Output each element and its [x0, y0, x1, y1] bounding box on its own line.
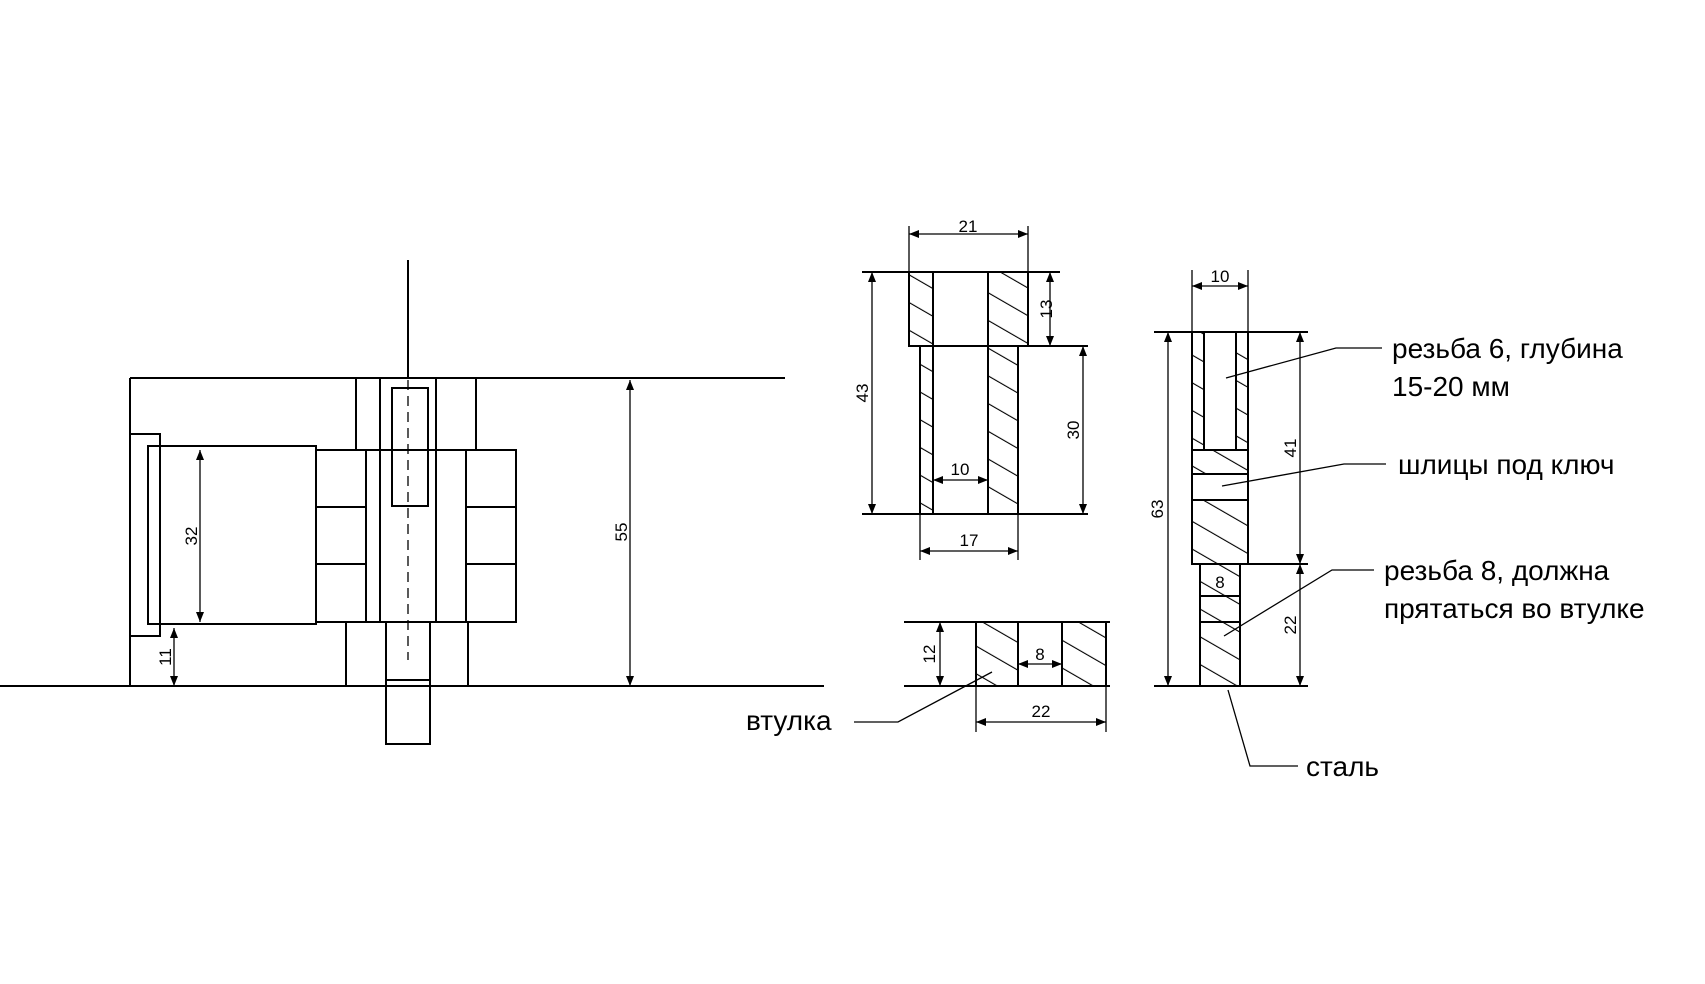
thread6-label-line1: резьба 6, глубина	[1392, 333, 1623, 364]
assembly-view: 32 11 55	[0, 260, 824, 745]
sleeve-section: 21 43 13 30 10 17	[853, 217, 1088, 560]
dim-63-text: 63	[1148, 500, 1167, 519]
sleeve-lower-wall-right	[987, 345, 1019, 515]
thread8-label-line2: прятаться во втулке	[1384, 593, 1645, 624]
thread6-leader	[1225, 347, 1382, 379]
shaft-top	[391, 387, 429, 507]
dim-10-shaft-text: 10	[1211, 267, 1230, 286]
dim-13-text: 13	[1037, 300, 1056, 319]
dim-21-text: 21	[959, 217, 978, 236]
bushing-wall-right	[1061, 621, 1107, 687]
dim-11-text: 11	[156, 648, 175, 666]
bushing-leader	[854, 671, 993, 723]
shaft-hole-outline	[1203, 332, 1237, 451]
slots-leader	[1221, 463, 1386, 487]
sleeve-top-wall-left	[908, 271, 934, 347]
bushing-section: 12 8 22 втулка	[746, 621, 1110, 736]
bushing-label: втулка	[746, 705, 832, 736]
dim-22-shaft-text: 22	[1281, 616, 1300, 635]
dim-55-text: 55	[612, 523, 631, 542]
dim-17-text: 17	[960, 531, 979, 550]
sleeve-lower-wall-left	[919, 345, 934, 515]
wrench-slots	[1191, 473, 1249, 501]
dim-8-bushing-text: 8	[1035, 645, 1044, 664]
shaft-hole-bottom	[1191, 449, 1249, 475]
dim-12-text: 12	[920, 645, 939, 664]
sleeve-top-wall-right	[987, 271, 1029, 347]
dim-43-text: 43	[853, 384, 872, 403]
thread8-label-line1: резьба 8, должна	[1384, 555, 1610, 586]
motor-flange	[129, 433, 161, 637]
steel-leader	[1227, 689, 1298, 767]
thread8-leader	[1223, 569, 1374, 637]
dim-32-text: 32	[182, 527, 201, 546]
dim-30-text: 30	[1064, 421, 1083, 440]
dim-8-shaft-text: 8	[1215, 573, 1224, 592]
steel-label: сталь	[1306, 751, 1379, 782]
dim-10-sleeve-text: 10	[951, 460, 970, 479]
shaft-hole-wall-left	[1191, 331, 1205, 451]
slots-label: шлицы под ключ	[1398, 449, 1615, 480]
bushing-wall-left	[975, 621, 1019, 687]
housing-body	[315, 449, 517, 623]
shaft-thread-part	[1199, 563, 1241, 687]
dim-22-bushing-text: 22	[1032, 702, 1051, 721]
motor-body	[147, 445, 317, 625]
dim-41-text: 41	[1281, 439, 1300, 458]
shaft-hole-wall-right	[1235, 331, 1249, 451]
shaft-bottom	[385, 621, 431, 745]
shaft-solid-upper	[1191, 499, 1249, 565]
shaft-section: 10 63 41 22 8 резьба 6, глубина 15-20 мм…	[1148, 267, 1645, 782]
base-block	[345, 621, 469, 687]
thread6-label-line2: 15-20 мм	[1392, 371, 1510, 402]
